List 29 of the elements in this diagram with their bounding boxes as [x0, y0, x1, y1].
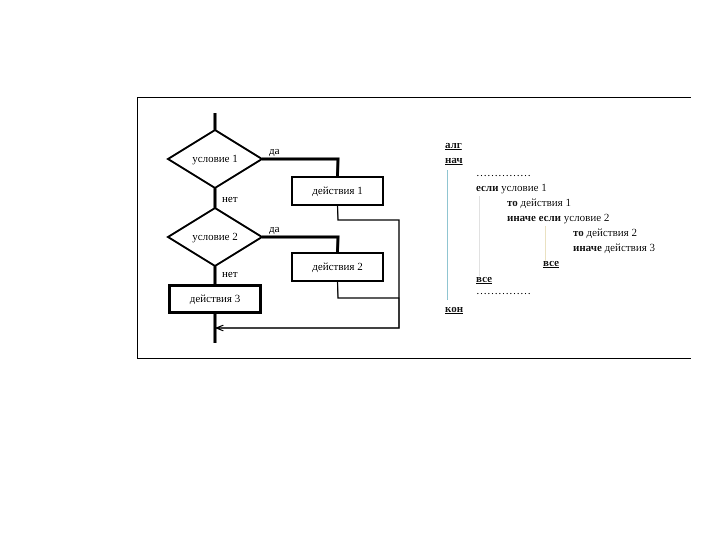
- code-line: ……………: [476, 167, 531, 180]
- node-label: действия 2: [312, 260, 363, 274]
- connector-line: [214, 266, 216, 284]
- decision-diamond: [168, 208, 262, 266]
- code-line: иначе если условие 2: [507, 212, 610, 225]
- node-label: условие 2: [192, 230, 238, 244]
- node-label: условие 1: [192, 152, 238, 166]
- decision-diamond: [168, 130, 262, 188]
- node-label: действия 1: [312, 184, 363, 198]
- code-line: если условие 1: [476, 182, 547, 195]
- code-line: все: [476, 273, 492, 286]
- code-line: кон: [445, 303, 464, 316]
- code-line: алг: [445, 139, 462, 152]
- connector-line: [214, 113, 216, 130]
- code-line: то действия 1: [507, 197, 571, 210]
- arrow: [216, 282, 400, 332]
- code-line: то действия 2: [573, 227, 637, 240]
- process-box: [291, 176, 384, 206]
- connector-line: [262, 236, 340, 252]
- code-line: все: [543, 257, 559, 270]
- node-label: действия 3: [190, 292, 240, 306]
- connector-line: [262, 158, 340, 176]
- code-line: ……………: [476, 285, 531, 298]
- connector-line: [214, 314, 216, 343]
- process-box: [168, 284, 262, 314]
- code-line: иначе действия 3: [573, 242, 656, 255]
- connector-line: [214, 188, 216, 208]
- code-line: нач: [445, 154, 463, 167]
- process-box: [291, 252, 384, 282]
